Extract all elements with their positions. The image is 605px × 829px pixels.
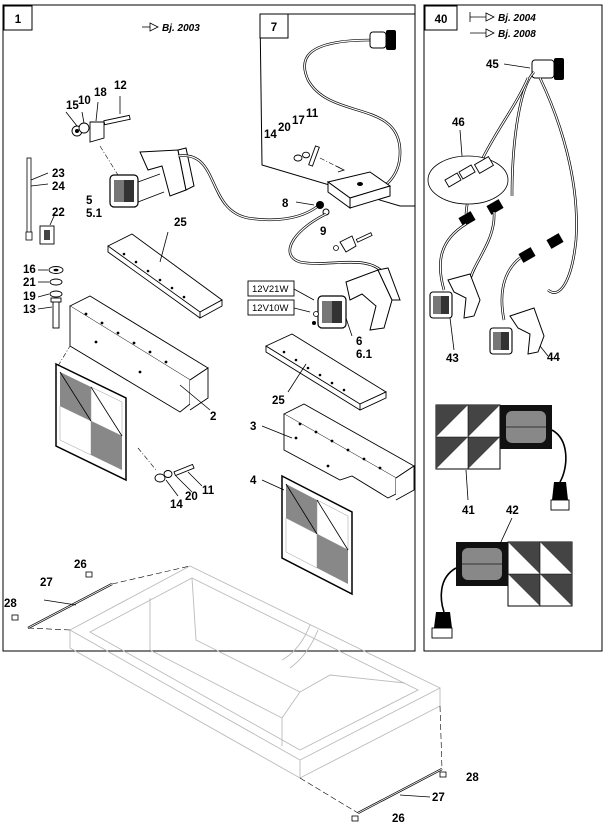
label-5: 5 <box>86 195 93 207</box>
label-19: 19 <box>23 291 36 303</box>
cable-lamp-right <box>288 212 388 277</box>
group-7-number-box <box>259 13 289 39</box>
label-2: 2 <box>210 411 216 423</box>
cable-lamp-left <box>177 154 319 222</box>
cable-clip <box>39 213 56 245</box>
label-8: 8 <box>282 198 289 210</box>
label-11-group7: 11 <box>306 108 319 120</box>
label-3: 3 <box>250 421 256 433</box>
label-43: 43 <box>446 353 459 365</box>
label-28-right: 28 <box>466 772 479 784</box>
label-25-left: 25 <box>174 217 187 229</box>
group-40-note-a: Bj. 2004 <box>469 12 536 24</box>
group-40-frame <box>423 4 603 652</box>
label-13: 13 <box>23 304 36 316</box>
lamp-44 <box>489 307 549 357</box>
label-16: 16 <box>23 264 36 276</box>
bulb-a-label: 12V21W <box>252 284 288 295</box>
label-28-left: 28 <box>4 598 17 610</box>
bulb-box-a <box>247 280 295 297</box>
lamp-6-right <box>312 267 401 337</box>
mounting-bracket-3 <box>261 403 415 501</box>
rail-27-right <box>351 768 447 822</box>
hardware-15-18-12 <box>65 96 131 143</box>
connector-detail-46 <box>427 129 509 205</box>
label-27-right: 27 <box>432 792 445 804</box>
label-5-1: 5.1 <box>86 208 103 220</box>
label-23: 23 <box>52 168 65 180</box>
group-1-frame <box>2 4 416 652</box>
bulb-b-label: 12V10W <box>252 303 288 314</box>
label-6: 6 <box>356 336 362 348</box>
screw-14-20-17-11-group7 <box>293 145 346 173</box>
group-1-number-box <box>3 5 33 31</box>
label-12: 12 <box>114 80 127 92</box>
label-26-right: 26 <box>392 813 405 825</box>
mounting-bracket-2 <box>69 295 211 413</box>
label-45: 45 <box>486 59 499 71</box>
label-9: 9 <box>320 226 326 238</box>
group-40-note-a-text: Bj. 2004 <box>498 13 536 24</box>
reflector-41 <box>435 404 570 511</box>
label-24: 24 <box>52 181 65 193</box>
label-6-1: 6.1 <box>356 349 373 361</box>
bulb-box-b <box>247 299 295 316</box>
trailer-plug-cable <box>303 30 402 194</box>
lamp-5-left <box>109 147 195 208</box>
label-25-right: 25 <box>272 395 285 407</box>
group-40-note-b-text: Bj. 2008 <box>498 29 536 40</box>
label-18: 18 <box>94 87 107 99</box>
label-14-lower: 14 <box>170 499 183 511</box>
label-42: 42 <box>506 505 519 517</box>
inline-connectors <box>439 199 564 321</box>
label-20-group7: 20 <box>278 122 291 134</box>
label-11-lower: 11 <box>202 485 215 497</box>
plug-cable-45 <box>464 58 578 294</box>
group-1-note-text: Bj. 2003 <box>162 23 200 34</box>
label-44: 44 <box>547 352 560 364</box>
trailer-body-outline <box>69 565 442 779</box>
lamp-43 <box>429 273 481 351</box>
label-17: 17 <box>292 115 305 127</box>
group-40-note-b: Bj. 2008 <box>470 28 536 40</box>
cable-tie <box>25 157 49 241</box>
group-40-number-box <box>424 5 458 31</box>
connector-8-9 <box>295 201 330 216</box>
reflector-plate-left <box>55 345 127 482</box>
reflector-bar-25-left <box>107 231 223 319</box>
small-bracket-fastener <box>333 232 373 253</box>
label-10: 10 <box>78 95 91 107</box>
rail-27-left <box>11 571 113 629</box>
assembly-dash-lines <box>27 565 443 814</box>
group-40-number: 40 <box>435 14 448 26</box>
reflector-42 <box>431 517 573 639</box>
reflector-bar-25-right <box>265 333 387 411</box>
reflector-plate-right <box>261 474 353 596</box>
group-1-number: 1 <box>15 14 22 26</box>
junction-box <box>326 171 392 209</box>
label-21: 21 <box>23 277 36 289</box>
label-14-group7: 14 <box>264 129 277 141</box>
label-27-left: 27 <box>40 577 53 589</box>
label-26-left: 26 <box>74 559 87 571</box>
label-4: 4 <box>250 475 257 487</box>
screw-stack-13 <box>37 266 64 329</box>
label-46: 46 <box>452 117 465 129</box>
label-41: 41 <box>462 505 475 517</box>
label-20-lower: 20 <box>185 491 198 503</box>
group-7-number: 7 <box>271 22 277 34</box>
group-1-note: Bj. 2003 <box>142 22 200 34</box>
label-22: 22 <box>52 207 65 219</box>
label-15: 15 <box>66 100 79 112</box>
hardware-14-20-11-left <box>137 447 203 497</box>
group-7-frame <box>259 13 416 207</box>
